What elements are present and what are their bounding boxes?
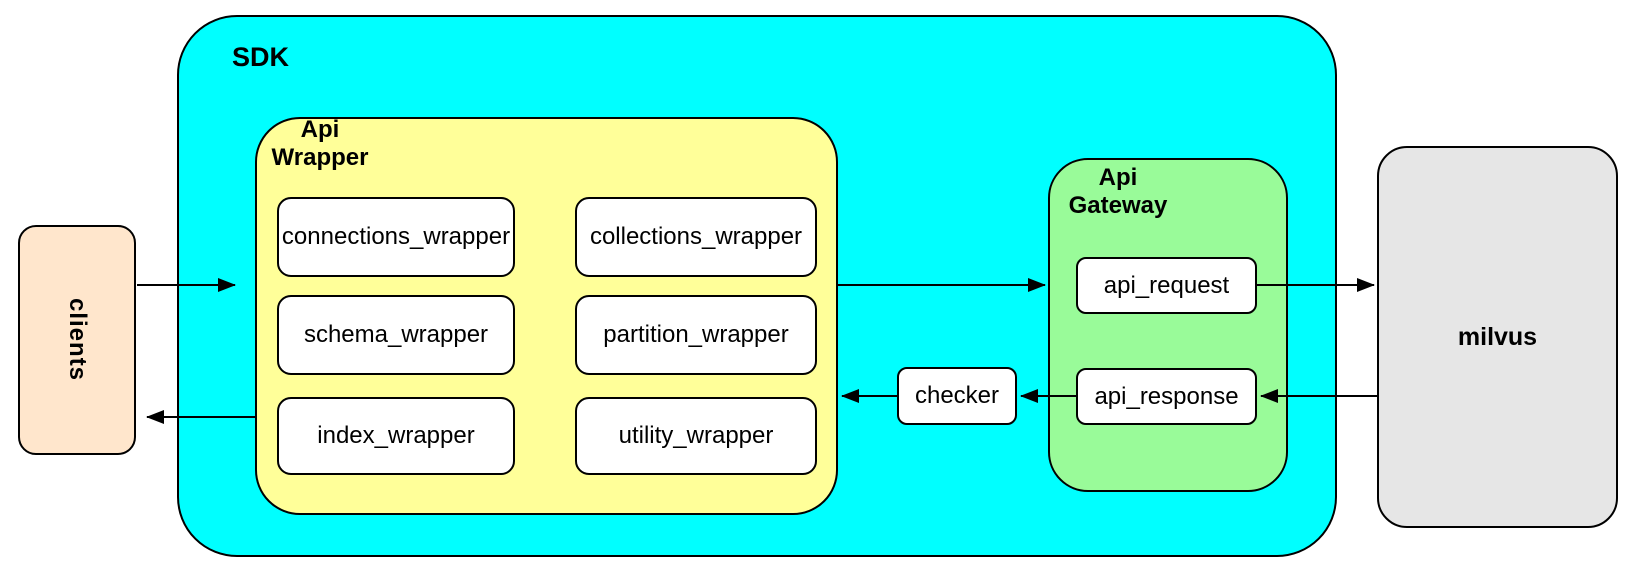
milvus-label: milvus (1457, 322, 1538, 351)
milvus-node: milvus (1377, 146, 1618, 528)
api-response-node: api_response (1076, 368, 1257, 425)
collections-wrapper-node: collections_wrapper (575, 197, 817, 277)
clients-label: clients (64, 298, 91, 382)
sdk-label: SDK (232, 42, 290, 72)
api-wrapper-label: Api Wrapper (271, 116, 369, 171)
checker-node: checker (897, 367, 1017, 425)
schema-wrapper-node: schema_wrapper (277, 295, 515, 375)
index-wrapper-node: index_wrapper (277, 397, 515, 475)
connections-wrapper-node: connections_wrapper (277, 197, 515, 277)
api-gateway-container (1048, 158, 1288, 492)
partition-wrapper-node: partition_wrapper (575, 295, 817, 375)
utility-wrapper-node: utility_wrapper (575, 397, 817, 475)
api-request-node: api_request (1076, 257, 1257, 314)
api-gateway-label: Api Gateway (1068, 164, 1168, 219)
clients-node: clients (18, 225, 136, 455)
